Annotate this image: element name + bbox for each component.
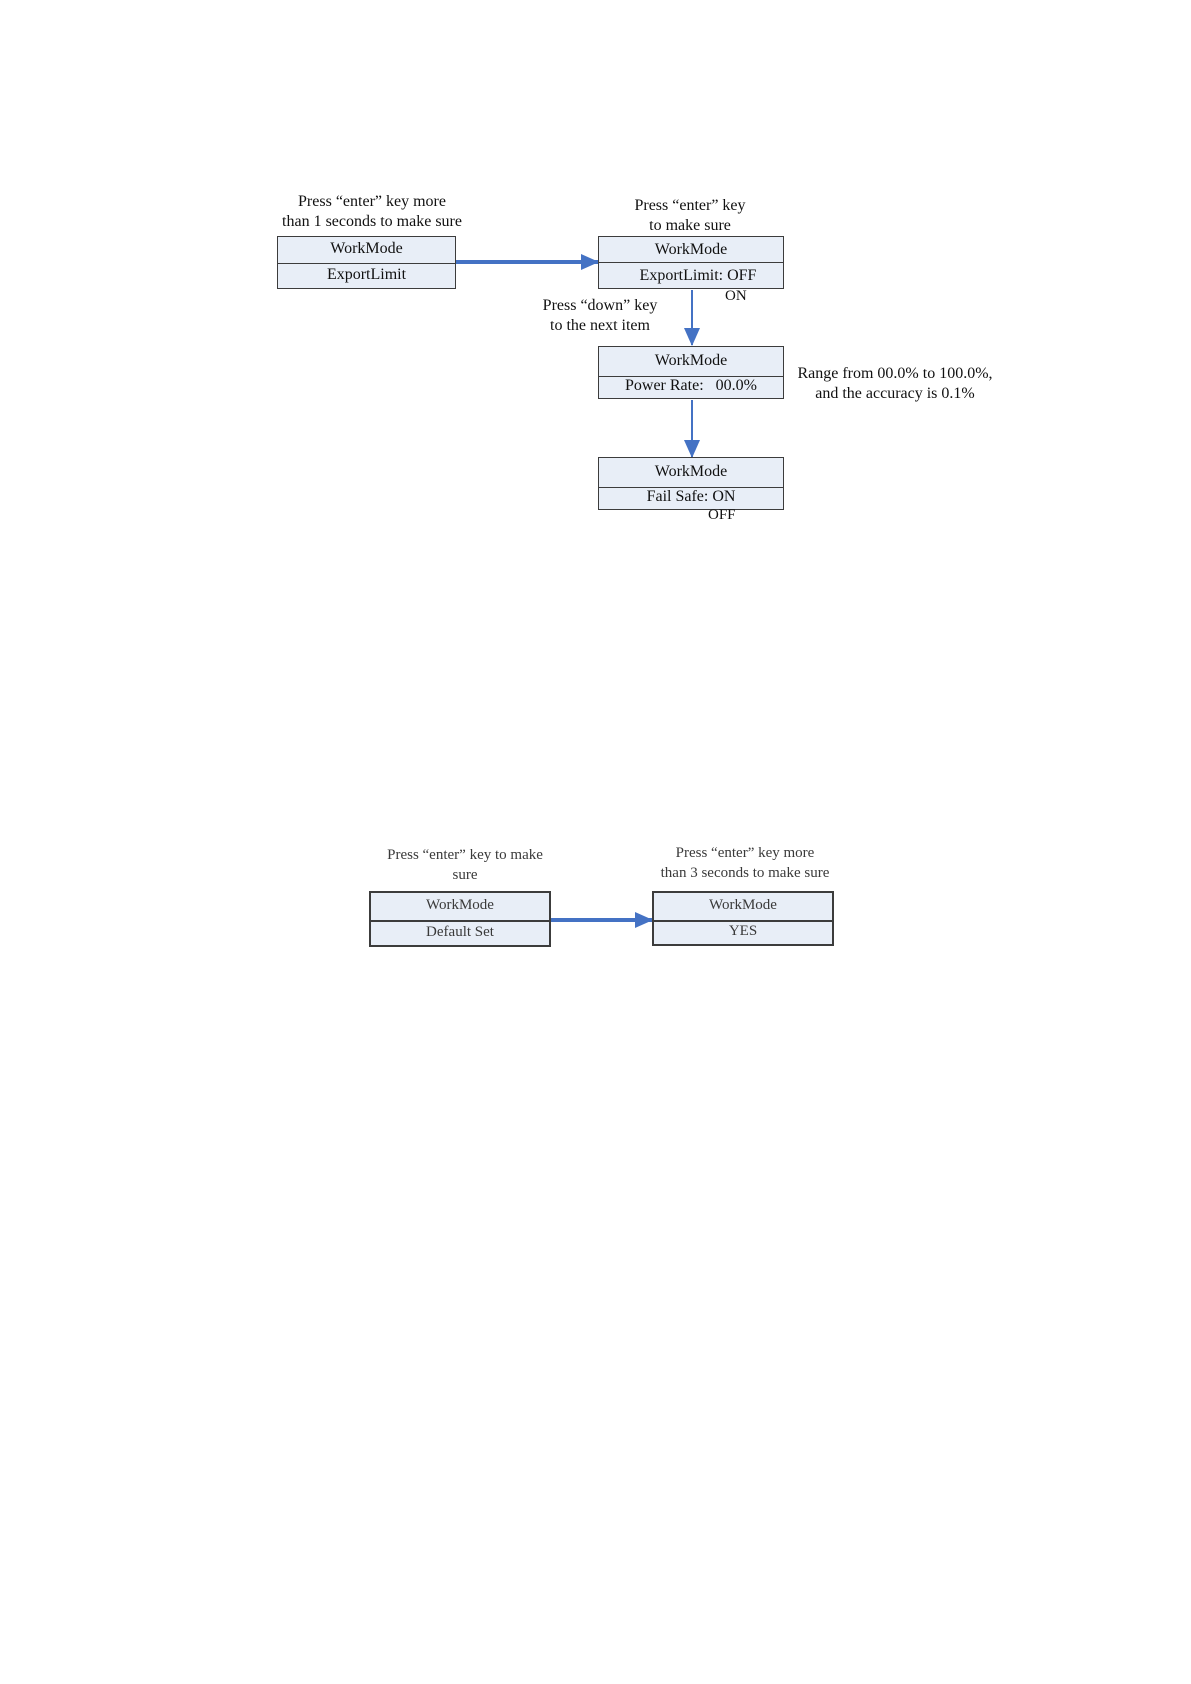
lcd-box-yes[interactable]: WorkMode YES [652,891,834,946]
note-line: Press “enter” key to make [387,847,543,863]
option-on: ON [725,288,747,304]
lcd-divider [654,920,832,922]
lcd-line-1: WorkMode [330,240,403,257]
note-line: Press “enter” key [634,197,746,214]
note-line: Press “down” key [542,297,658,314]
note-line: than 3 seconds to make sure [660,865,830,881]
lcd-box-power-rate[interactable]: WorkMode Power Rate: 00.0% [598,346,784,399]
note-enter-make-sure: Press “enter” key to make sure [365,845,565,885]
lcd-line-1: WorkMode [654,241,728,258]
lcd-box-export-limit[interactable]: WorkMode ExportLimit: OFF [598,236,784,289]
note-line: to the next item [550,317,650,334]
lcd-box-default-set[interactable]: WorkMode Default Set [369,891,551,947]
lcd-divider [371,920,549,922]
note-enter-long-3s: Press “enter” key more than 3 seconds to… [645,843,845,883]
note-line: Range from 00.0% to 100.0%, [797,365,993,382]
lcd-line-1: WorkMode [709,897,777,913]
note-range: Range from 00.0% to 100.0%, and the accu… [790,364,1000,404]
note-enter-long-1s: Press “enter” key more than 1 seconds to… [272,192,472,232]
lcd-divider [599,376,783,377]
lcd-line-2: Power Rate: 00.0% [625,377,757,394]
lcd-line-2: Default Set [426,924,494,940]
note-line: than 1 seconds to make sure [282,213,462,230]
note-line: Press “enter” key more [298,193,446,210]
lcd-divider [278,263,455,264]
note-enter: Press “enter” key to make sure [600,196,780,236]
note-down: Press “down” key to the next item [520,296,680,336]
option-off: OFF [708,507,736,523]
lcd-line-2: ExportLimit: OFF [639,267,757,284]
lcd-box-fail-safe[interactable]: WorkMode Fail Safe: ON [598,457,784,510]
lcd-line-1: WorkMode [426,897,494,913]
lcd-line-1: WorkMode [654,352,728,369]
lcd-line-1: WorkMode [654,463,728,480]
note-line: sure [452,867,478,883]
lcd-divider [599,262,783,263]
lcd-divider [599,487,783,488]
lcd-line-2: ExportLimit [326,266,407,283]
lcd-line-2: Fail Safe: ON [646,488,736,505]
lcd-line-2: YES [728,923,758,939]
lcd-box-start[interactable]: WorkMode ExportLimit [277,236,456,289]
note-line: Press “enter” key more [675,845,815,861]
note-line: and the accuracy is 0.1% [815,385,975,402]
note-line: to make sure [649,217,731,234]
